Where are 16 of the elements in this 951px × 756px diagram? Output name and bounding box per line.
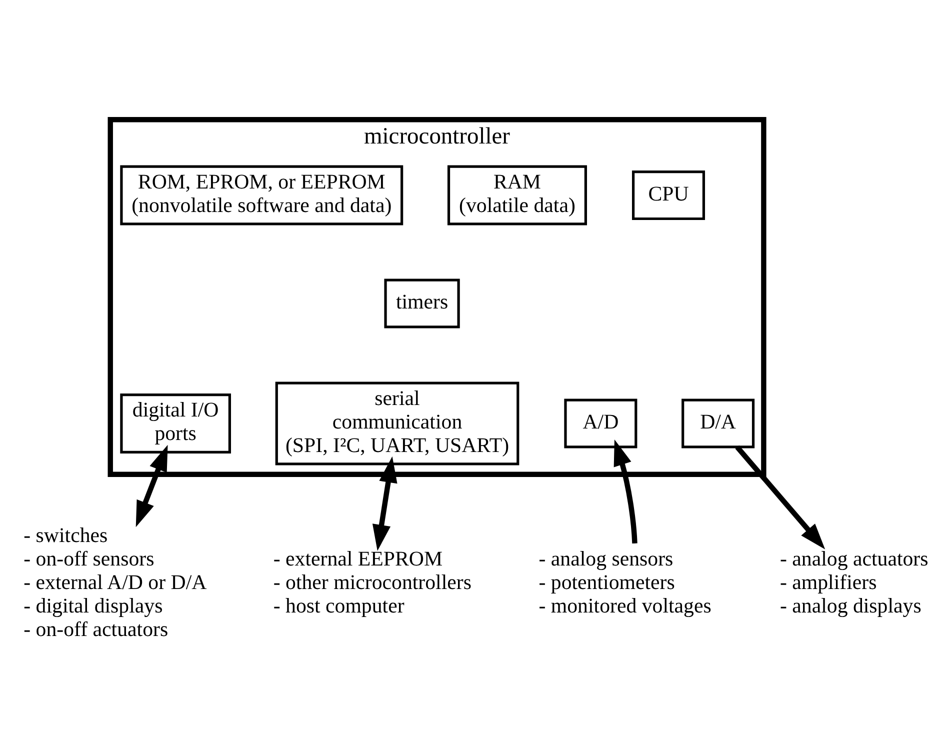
node-box: digital I/O ports — [120, 393, 231, 453]
node-box: CPU — [632, 170, 705, 220]
node-box: RAM (volatile data) — [447, 164, 587, 225]
node-text: - analog sensors - potentiometers - monitored voltages — [538, 546, 712, 617]
arrow — [372, 456, 398, 550]
node-box: ROM, EPROM, or EEPROM (nonvolatile software and data) — [120, 164, 404, 225]
arrow — [136, 444, 168, 527]
node-text: - analog actuators - amplifiers - analog displays — [780, 546, 928, 617]
node-box: serial communication (SPI, I²C, UART, USART) — [275, 381, 520, 465]
arrow — [614, 439, 638, 544]
arrow — [735, 444, 826, 549]
node-box: timers — [384, 278, 460, 328]
node-text: - external EEPROM - other microcontrollers - host computer — [273, 546, 472, 617]
node-box: A/D — [564, 398, 638, 448]
node-text: - switches - on-off sensors - external A/D or D/A - digital displays - on-off actuators — [24, 522, 207, 640]
node-box: D/A — [682, 398, 755, 448]
